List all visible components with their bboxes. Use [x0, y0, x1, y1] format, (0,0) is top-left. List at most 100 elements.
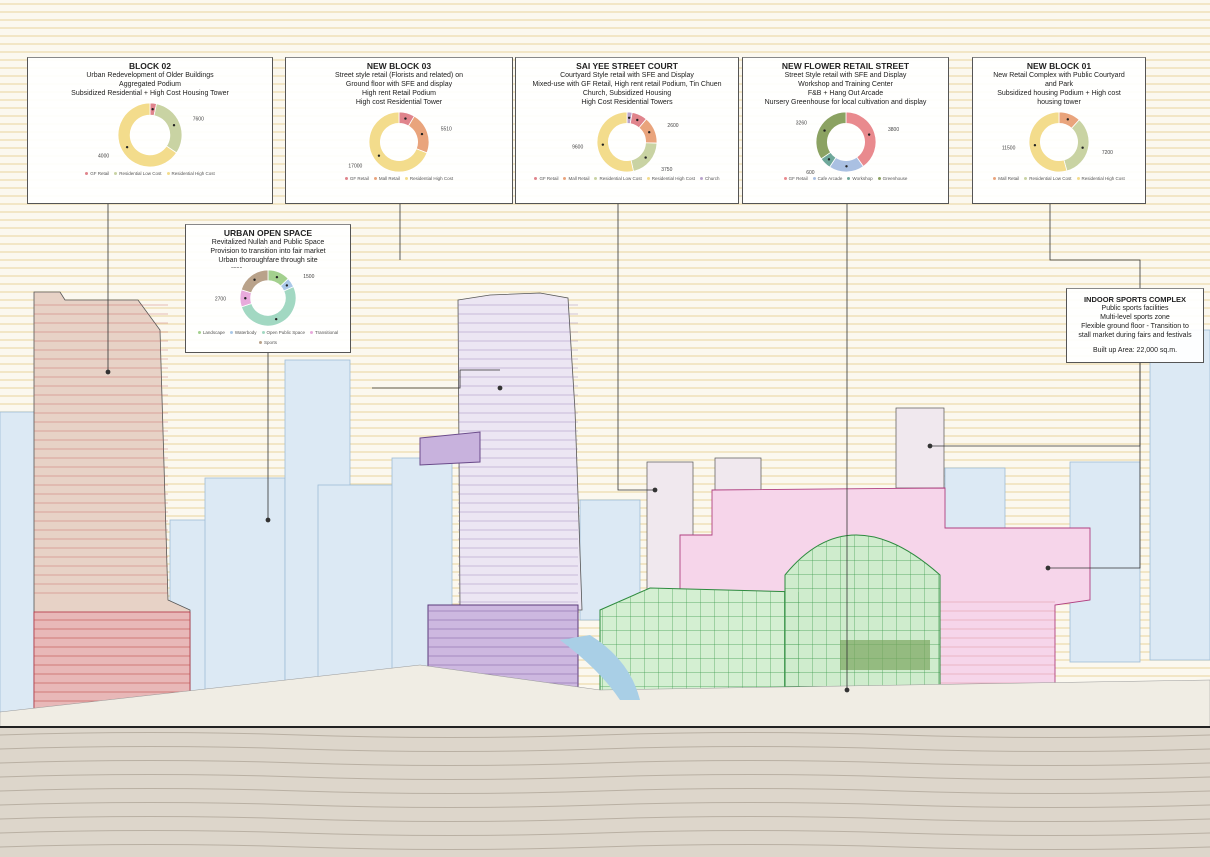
- segment-value-label: 7600: [193, 116, 204, 122]
- legend-item: Greenhouse: [877, 176, 907, 181]
- panel-block02: BLOCK 02 Urban Redevelopment of Older Bu…: [27, 57, 273, 204]
- segment-marker: [648, 130, 651, 134]
- panel-description: Street style retail (Florists and relate…: [290, 71, 508, 107]
- panel-title: BLOCK 02: [128, 61, 172, 71]
- desc-line: Public sports facilities: [1101, 305, 1169, 312]
- legend-swatch: [812, 177, 816, 181]
- segment-value-label: 2600: [667, 123, 678, 129]
- segment-marker: [285, 284, 289, 287]
- legend-swatch: [373, 177, 377, 181]
- block-03-tower: [419, 292, 583, 688]
- legend-swatch: [344, 177, 348, 181]
- desc-line: F&B + Hang Out Arcade: [807, 90, 884, 97]
- legend-item: Landscape: [197, 330, 225, 335]
- desc-line: Courtyard Style retail with SFE and Disp…: [560, 72, 694, 79]
- legend-item: GF Retail: [783, 176, 808, 181]
- segment-value-label: 7200: [1102, 150, 1113, 156]
- panel-title: NEW FLOWER RETAIL STREET: [781, 61, 910, 71]
- legend-swatch: [261, 331, 265, 335]
- segment-value-label: 11500: [1002, 146, 1016, 152]
- panel-description: New Retail Complex with Public Courtyard…: [977, 71, 1141, 107]
- legend-swatch: [258, 341, 262, 345]
- desc-line: New Retail Complex with Public Courtyard: [993, 72, 1125, 79]
- desc-line: High cost Residential Tower: [355, 99, 443, 106]
- panel-block03: NEW BLOCK 03 Street style retail (Floris…: [285, 57, 513, 204]
- segment-marker: [253, 278, 256, 281]
- segment-marker: [1066, 118, 1069, 121]
- legend-swatch: [114, 172, 118, 176]
- segment-marker: [151, 108, 154, 111]
- legend-swatch: [847, 177, 851, 181]
- desc-line: Church, Subsidized Housing: [582, 90, 672, 97]
- segment-value-label: 9600: [572, 145, 583, 151]
- panel-saiyee: SAI YEE STREET COURT Courtyard Style ret…: [515, 57, 739, 204]
- donut-segment: [240, 269, 269, 294]
- panel-description: Street Style retail with SFE and Display…: [747, 71, 944, 107]
- legend-item: Residential Low Cost: [594, 176, 642, 181]
- desc-line: Street Style retail with SFE and Display: [784, 72, 907, 79]
- legend-item: Sports: [258, 340, 277, 345]
- desc-line: Mixed-use with GF Retail, High rent reta…: [532, 81, 722, 88]
- panel-title: INDOOR SPORTS COMPLEX: [1083, 295, 1187, 304]
- desc-line: High Cost Residential Towers: [581, 99, 673, 106]
- donut-chart: 2500720011500: [1002, 111, 1113, 173]
- legend-swatch: [1024, 177, 1028, 181]
- donut-segment: [1028, 111, 1068, 173]
- legend-swatch: [993, 177, 997, 181]
- desc-line: Revitalized Nullah and Public Space: [211, 239, 325, 246]
- block-02-tower: [33, 291, 191, 713]
- legend-item: Residential Low Cost: [114, 171, 162, 176]
- donut-segment: [368, 111, 428, 173]
- panel-description: Revitalized Nullah and Public Space Prov…: [190, 238, 346, 265]
- legend-item: Residential Low Cost: [1024, 176, 1072, 181]
- desc-line: and Park: [1044, 81, 1074, 88]
- desc-line: housing tower: [1037, 99, 1081, 106]
- segment-marker: [274, 317, 278, 321]
- donut-segment: [407, 115, 430, 154]
- desc-line: Urban Redevelopment of Older Buildings: [86, 72, 214, 79]
- legend-item: Open Public Space: [261, 330, 305, 335]
- segment-value-label: 3800: [888, 127, 899, 133]
- segment-marker: [644, 156, 647, 159]
- built-up-area: Built up Area: 22,000 sq.m.: [1092, 347, 1178, 354]
- desc-line: Subsidized Residential + High Cost Housi…: [71, 90, 229, 97]
- segment-marker: [844, 165, 848, 168]
- donut-segment: [1063, 119, 1090, 172]
- segment-marker: [172, 124, 176, 127]
- legend-swatch: [877, 177, 881, 181]
- segment-marker: [1081, 146, 1084, 149]
- donut-chart: 2100551017000: [348, 111, 452, 173]
- segment-marker: [420, 132, 424, 136]
- desc-line: Ground floor with SFE and display: [345, 81, 453, 88]
- legend-item: GF Retail: [344, 176, 369, 181]
- segment-marker: [601, 143, 605, 146]
- segment-value-label: 3750: [661, 167, 672, 173]
- segment-marker: [636, 118, 639, 122]
- legend-swatch: [534, 177, 538, 181]
- desc-line: Street style retail (Florists and relate…: [335, 72, 463, 79]
- desc-line: stall market during fairs and festivals: [1078, 332, 1192, 339]
- segment-marker: [377, 154, 381, 157]
- segment-value-label: 600: [806, 170, 815, 175]
- donut-chart: 80076004000: [98, 102, 204, 168]
- legend-swatch: [783, 177, 787, 181]
- legend-item: Waterbody: [229, 330, 257, 335]
- desc-line: Aggregated Podium: [119, 81, 181, 88]
- desc-line: Workshop and Training Center: [798, 81, 893, 88]
- desc-line: Multi-level sports zone: [1100, 314, 1170, 321]
- panel-description: Courtyard Style retail with SFE and Disp…: [520, 71, 734, 107]
- panel-urban-open-space: URBAN OPEN SPACE Revitalized Nullah and …: [185, 224, 351, 353]
- segment-marker: [822, 129, 826, 132]
- legend-swatch: [166, 172, 170, 176]
- legend-item: Residential High Cost: [404, 176, 453, 181]
- desc-line: Subsidized housing Podium + High cost: [997, 90, 1121, 97]
- segment-marker: [404, 117, 407, 120]
- donut-segment: [845, 111, 876, 168]
- legend-swatch: [1076, 177, 1080, 181]
- legend-item: Workshop: [847, 176, 873, 181]
- legend-swatch: [646, 177, 650, 181]
